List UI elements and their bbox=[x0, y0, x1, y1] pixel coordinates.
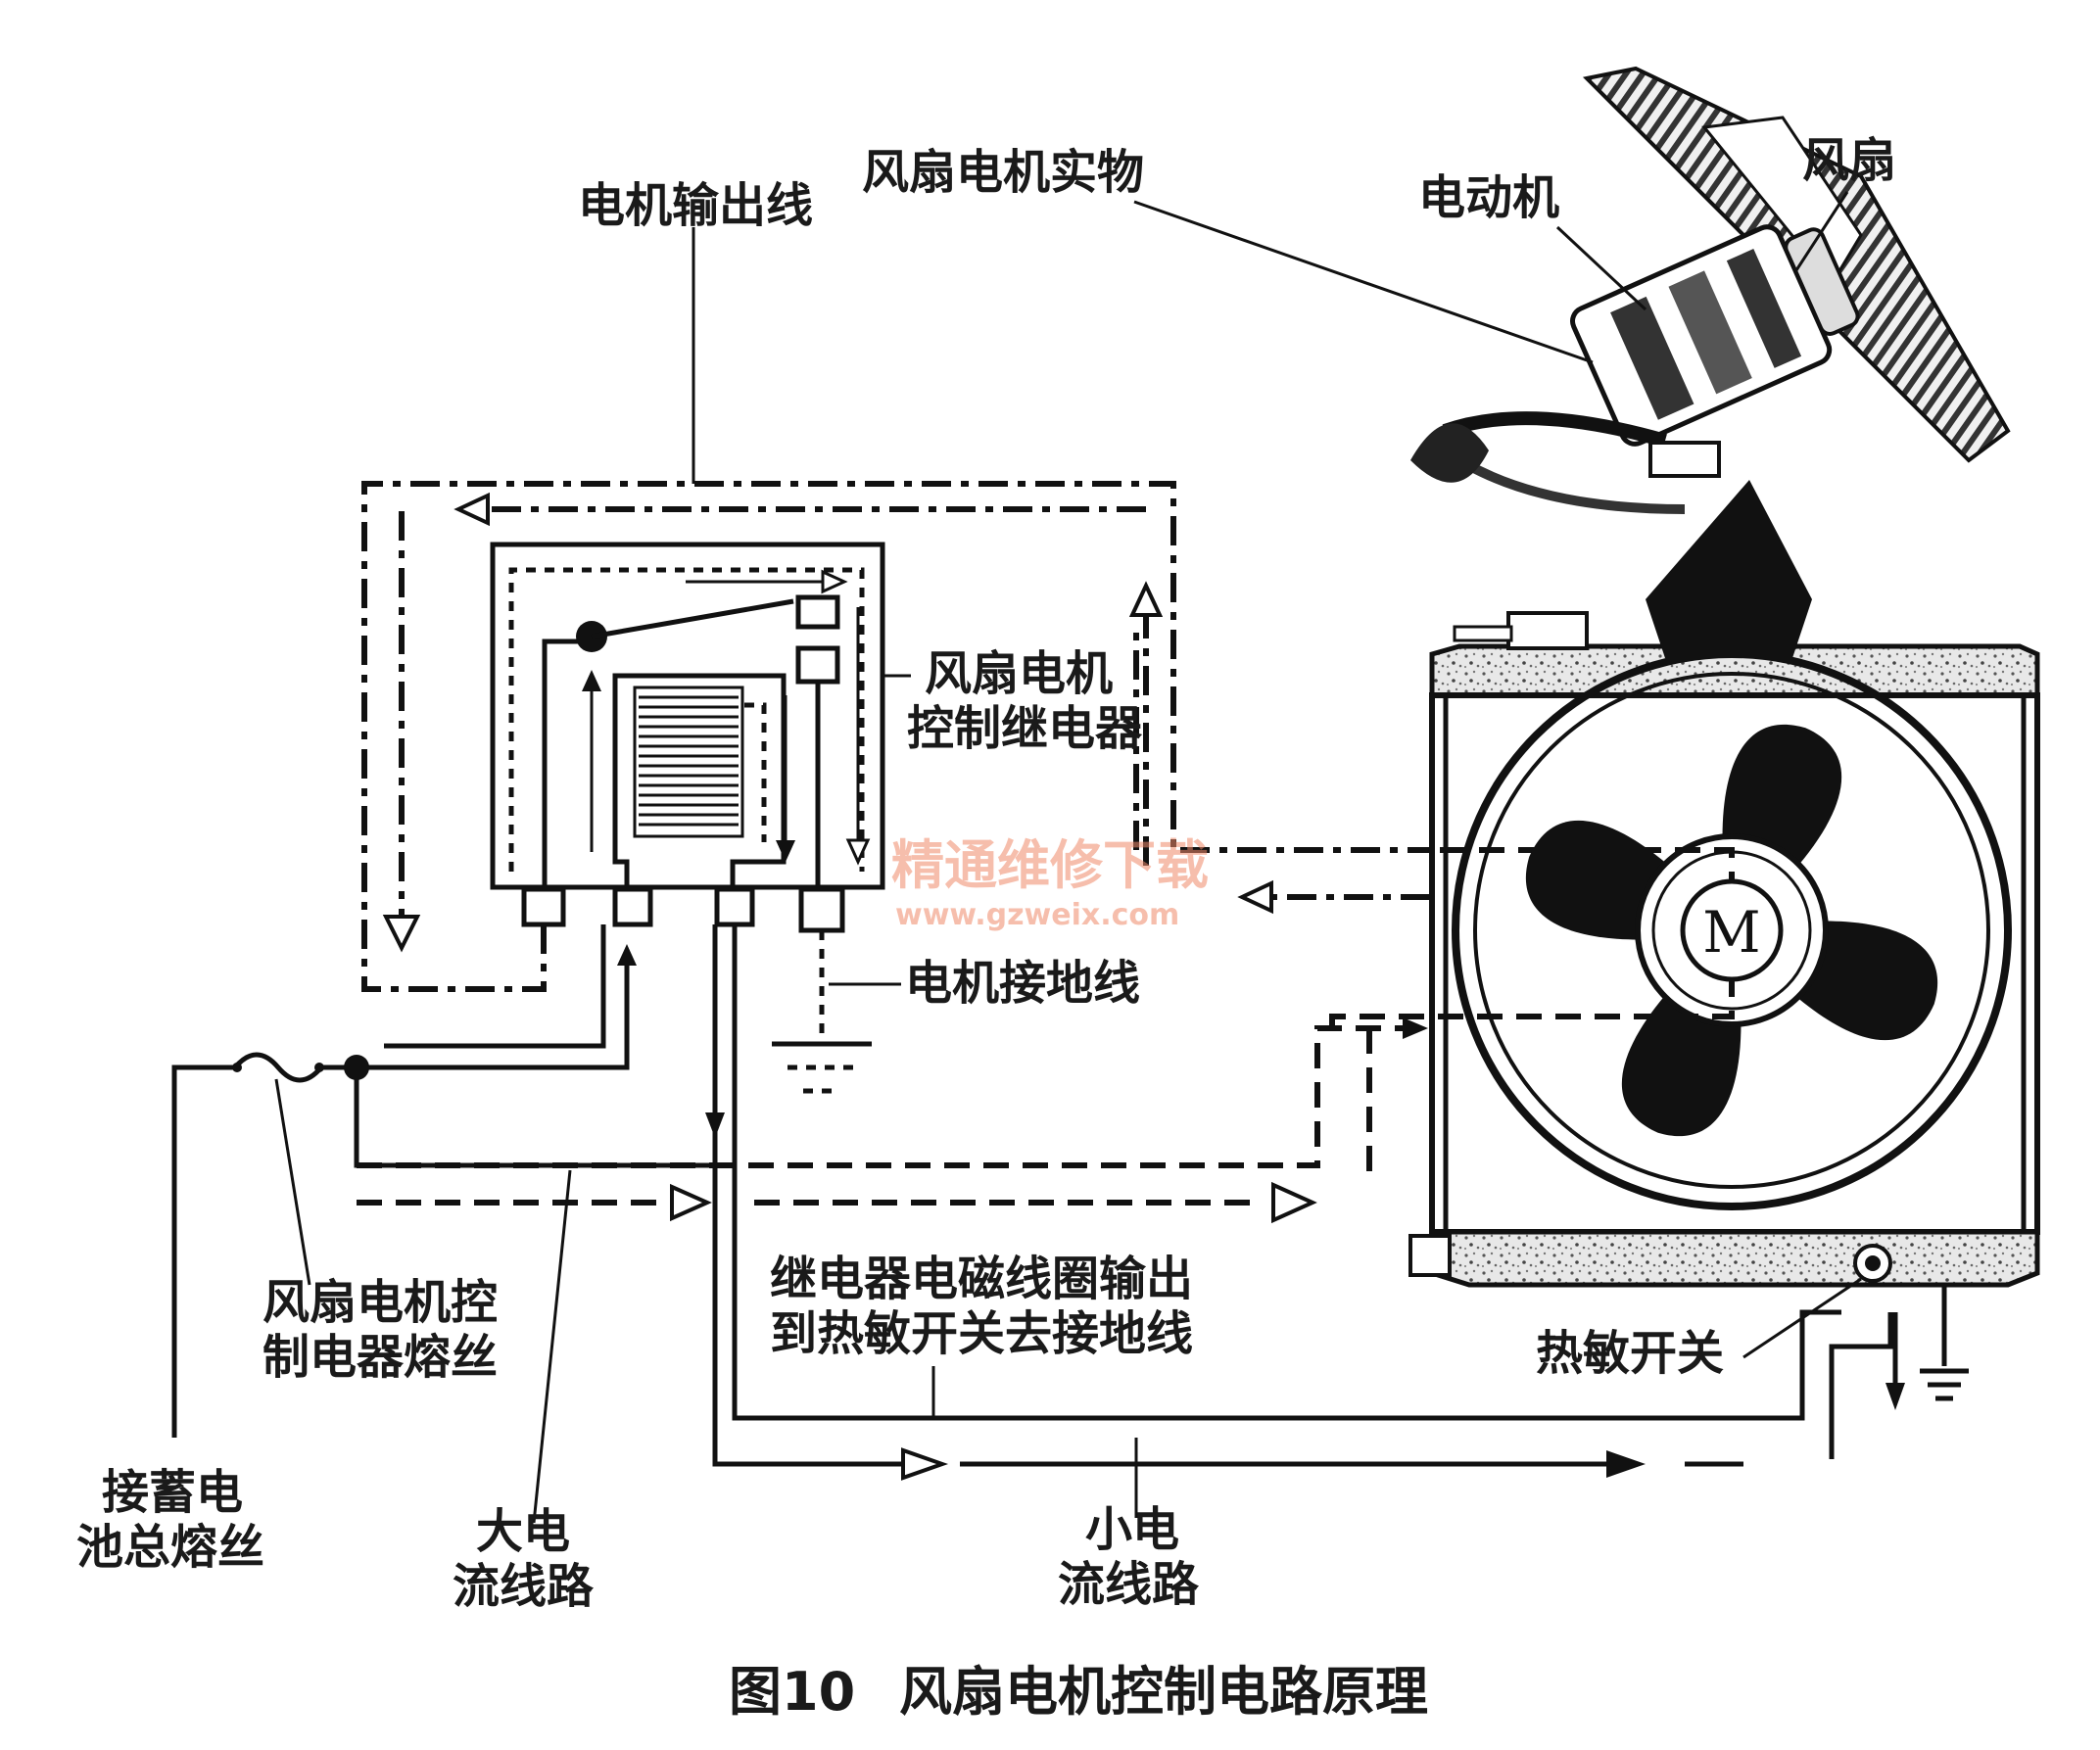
radiator-cap bbox=[1506, 611, 1589, 650]
relay-lower-contact bbox=[795, 645, 840, 685]
radiator-fan-assembly: M bbox=[1329, 611, 2040, 1288]
relay-upper-contact bbox=[795, 594, 840, 630]
relay-terminal-1 bbox=[521, 886, 566, 927]
label-large-current-line1: 大电 bbox=[476, 1504, 570, 1559]
relay-box bbox=[490, 542, 885, 933]
label-electric-motor: 电动机 bbox=[1418, 170, 1559, 225]
fan-motor-photo bbox=[1410, 66, 2011, 514]
caption-title: 风扇电机控制电路原理 bbox=[899, 1661, 1428, 1723]
label-thermo-switch: 热敏开关 bbox=[1536, 1326, 1724, 1381]
caption-number: 图10 bbox=[729, 1661, 855, 1723]
label-relay-line2: 控制继电器 bbox=[907, 701, 1143, 756]
relay-coil bbox=[633, 686, 744, 838]
label-fan-motor-actual: 风扇电机实物 bbox=[862, 145, 1144, 200]
relay-terminal-3 bbox=[714, 886, 755, 927]
label-small-current-line2: 流线路 bbox=[1058, 1557, 1200, 1612]
label-fuse-line2: 制电器熔丝 bbox=[262, 1330, 498, 1385]
label-motor-ground-wire: 电机接地线 bbox=[905, 956, 1140, 1011]
label-motor-output-wire: 电机输出线 bbox=[578, 178, 813, 233]
label-small-current-line1: 小电 bbox=[1085, 1502, 1179, 1557]
large-current-path bbox=[357, 1017, 1440, 1224]
motor-output-loop bbox=[361, 481, 1435, 992]
relay-terminal-4 bbox=[798, 886, 845, 933]
view-cone bbox=[1646, 480, 1812, 658]
label-coil-output-line2: 到热敏开关去接地线 bbox=[770, 1306, 1193, 1361]
relay-ground bbox=[772, 930, 872, 1094]
label-coil-output-line1: 继电器电磁线圈输出 bbox=[770, 1252, 1193, 1306]
label-fan: 风扇 bbox=[1802, 133, 1896, 188]
label-battery-fuse-line2: 池总熔丝 bbox=[76, 1520, 264, 1575]
small-current-path bbox=[705, 924, 1969, 1481]
motor-symbol-label: M bbox=[1702, 899, 1760, 966]
watermark-url: www.gzweix.com bbox=[895, 898, 1179, 932]
label-relay-line1: 风扇电机 bbox=[925, 646, 1113, 701]
label-battery-fuse-line1: 接蓄电 bbox=[102, 1465, 243, 1520]
relay-terminal-2 bbox=[612, 886, 653, 927]
label-fuse-line1: 风扇电机控 bbox=[262, 1275, 498, 1330]
label-large-current-line2: 流线路 bbox=[453, 1559, 595, 1614]
watermark-cn: 精通维修下载 bbox=[891, 834, 1209, 896]
